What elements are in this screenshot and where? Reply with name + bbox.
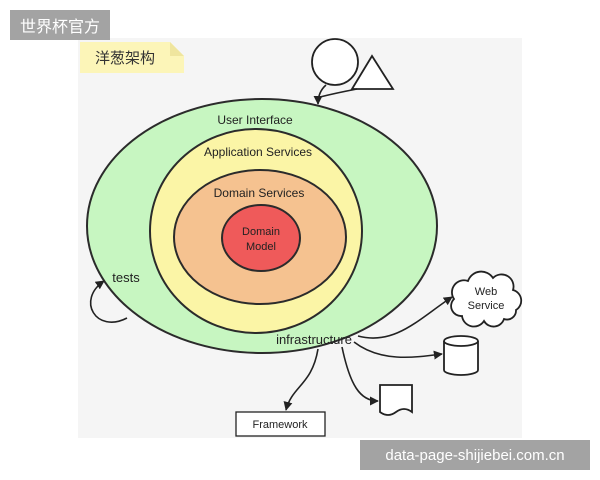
document-icon — [379, 384, 413, 416]
label-tests: tests — [112, 270, 140, 285]
label-framework: Framework — [252, 419, 308, 431]
note-title: 洋葱架构 — [95, 49, 155, 67]
label-web-service-line1: Web — [475, 286, 497, 298]
cloud-icon — [450, 270, 523, 328]
label-infrastructure: infrastructure — [276, 332, 352, 347]
label-web-service-line2: Service — [468, 300, 505, 312]
label-application-services: Application Services — [204, 145, 312, 159]
watermark-top-left: 世界杯官方 — [10, 10, 110, 40]
arrow-infrastructure-to-document — [341, 346, 379, 406]
watermark-bottom-right: data-page-shijiebei.com.cn — [360, 440, 590, 470]
note-paper — [80, 42, 184, 73]
note-fold — [170, 42, 184, 56]
label-user-interface: User Interface — [217, 113, 293, 127]
database-body — [443, 341, 479, 376]
user-circle-icon — [311, 38, 359, 86]
label-domain-model-line1: Domain — [242, 226, 280, 238]
actor-arrow-circle — [313, 84, 327, 105]
arrow-infrastructure-to-framework — [283, 348, 319, 411]
title-note: 洋葱架构 — [80, 42, 184, 73]
arrow-infrastructure-to-database — [353, 341, 443, 360]
triangle-icon — [350, 54, 395, 90]
tests-loop-arrow — [89, 280, 128, 323]
framework-box — [235, 411, 326, 437]
arrow-infrastructure-to-web-service — [357, 296, 453, 339]
label-domain-services: Domain Services — [214, 186, 305, 200]
database-top — [443, 335, 479, 347]
actor-arrow-triangle — [319, 88, 358, 98]
database-icon — [443, 335, 479, 376]
layer-domain-model — [221, 204, 301, 272]
label-domain-model-line2: Model — [246, 241, 276, 253]
